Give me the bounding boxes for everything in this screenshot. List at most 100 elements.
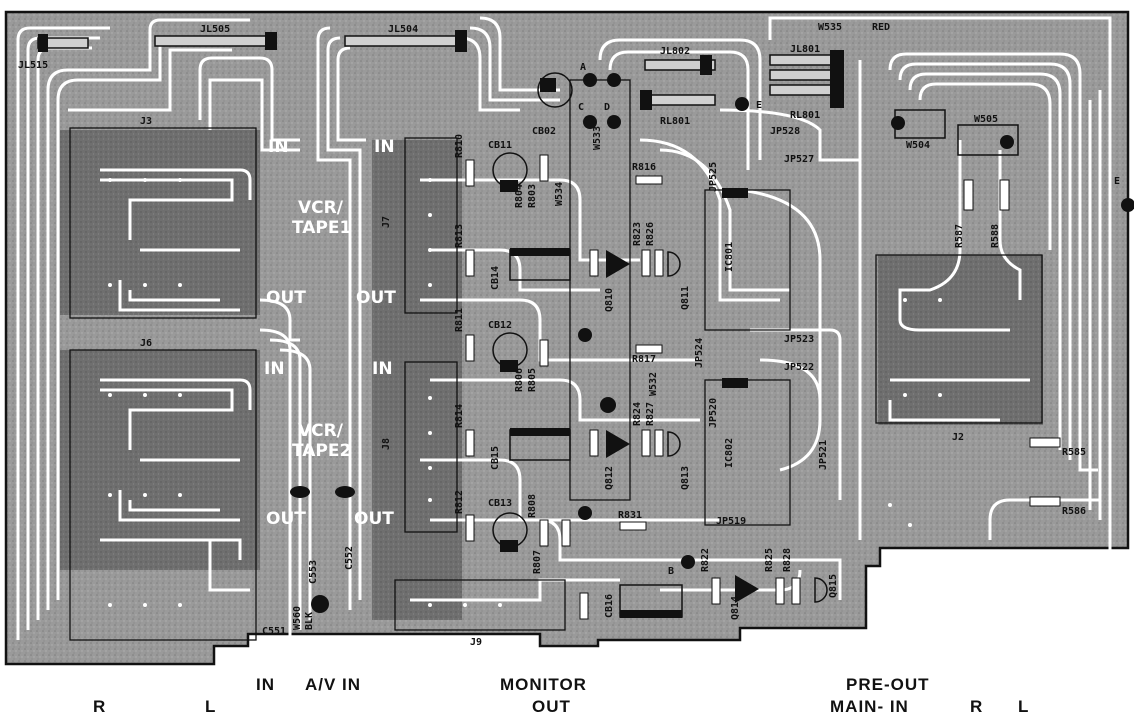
jp525-label: JP525: [708, 162, 719, 192]
j8-out-label: OUT: [354, 509, 394, 529]
vcr-tape1-line2: TAPE1: [292, 218, 351, 238]
vcr-tape1-line1: VCR/: [298, 198, 344, 218]
j6-out-label: OUT: [266, 509, 306, 529]
point-e-label: E: [756, 100, 762, 111]
jack-j3-label: J3: [140, 116, 152, 127]
r588-label: R588: [990, 224, 1001, 248]
jack-outline-j6: [69, 349, 257, 641]
w535-label: W535: [818, 22, 842, 33]
bottom-l-left: L: [205, 697, 216, 716]
w505-label: W505: [974, 114, 998, 125]
jp523-label: JP523: [784, 334, 814, 345]
r804-label: R804: [514, 184, 525, 208]
r824-label: R824: [632, 402, 643, 426]
point-a-label: A: [580, 62, 586, 73]
c551-label: C551: [262, 626, 286, 637]
jp527-label: JP527: [784, 154, 814, 165]
blk-label: BLK: [304, 612, 315, 630]
jp519-label: JP519: [716, 516, 746, 527]
vcr-tape2-line2: TAPE2: [292, 441, 351, 461]
jack-j7-label: J7: [381, 216, 392, 228]
j3-out-label: OUT: [266, 288, 306, 308]
resistor-bodies: [465, 154, 1061, 620]
rl801-label: RL801: [660, 116, 690, 127]
r806-label: R806: [514, 368, 525, 392]
cb02-label: CB02: [532, 126, 556, 137]
subboard-outline: [569, 79, 631, 501]
jl504-label: JL504: [388, 24, 418, 35]
w560-label: W560: [292, 606, 303, 630]
r827-label: R827: [645, 402, 656, 426]
jp524-label: JP524: [694, 338, 705, 368]
cb12-label: CB12: [488, 320, 512, 331]
q810-label: Q810: [604, 288, 615, 312]
ground-pour-left: [60, 130, 260, 315]
jack-j6-label: J6: [140, 338, 152, 349]
cb11-label: CB11: [488, 140, 512, 151]
pad-group: [108, 178, 942, 607]
w533-label: W533: [592, 126, 603, 150]
ic802-label: IC802: [724, 438, 735, 468]
r816-label: R816: [632, 162, 656, 173]
r813-label: R813: [454, 224, 465, 248]
j7-in-label: IN: [374, 137, 395, 157]
bottom-r-right: R: [970, 697, 983, 716]
jack-outline-j7: [404, 137, 458, 314]
right-trace-group: [888, 52, 1102, 540]
jack-outline-j8: [404, 361, 458, 533]
r586-label: R586: [1062, 506, 1086, 517]
cb13-label: CB13: [488, 498, 512, 509]
w504-label: W504: [906, 140, 930, 151]
vcr-tape2-line1: VCR/: [298, 421, 344, 441]
component-shapes: [492, 72, 1019, 618]
bottom-in: IN: [256, 675, 275, 694]
r822-label: R822: [700, 548, 711, 572]
r823-label: R823: [632, 222, 643, 246]
q811-label: Q811: [680, 286, 691, 310]
q812-label: Q812: [604, 466, 615, 490]
bottom-av-in: A/V IN: [305, 675, 361, 694]
r814-label: R814: [454, 404, 465, 428]
bottom-pre-out: PRE-OUT: [846, 675, 930, 694]
bottom-main-in: MAIN- IN: [830, 697, 909, 716]
bottom-r-left: R: [93, 697, 106, 716]
jl802-label: JL802: [660, 46, 690, 57]
j6-in-label: IN: [264, 359, 285, 379]
jp528-label: JP528: [770, 126, 800, 137]
jack-j2-label: J2: [952, 432, 964, 443]
cb14-label: CB14: [490, 266, 501, 290]
point-e2-label: E: [1114, 176, 1120, 187]
board-substrate: [4, 10, 1130, 666]
jp522-label: JP522: [784, 362, 814, 373]
jumper-bars: [37, 30, 844, 110]
r585-label: R585: [1062, 447, 1086, 458]
r810-label: R810: [454, 134, 465, 158]
c552-label: C552: [344, 546, 355, 570]
r817-label: R817: [632, 354, 656, 365]
point-d-label: D: [604, 102, 610, 113]
ground-pour-right: [878, 255, 1043, 425]
r825-label: R825: [764, 548, 775, 572]
j3-in-label: IN: [268, 137, 289, 157]
q813-label: Q813: [680, 466, 691, 490]
red-label: RED: [872, 22, 890, 33]
jack-outline-j9: [394, 579, 566, 631]
r826-label: R826: [645, 222, 656, 246]
r805-label: R805: [527, 368, 538, 392]
r812-label: R812: [454, 490, 465, 514]
r803-label: R803: [527, 184, 538, 208]
r811-label: R811: [454, 308, 465, 332]
j8-in-label: IN: [372, 359, 393, 379]
jack-j9-label: J9: [470, 637, 482, 648]
w532-label: W532: [648, 372, 659, 396]
bottom-out: OUT: [532, 697, 571, 716]
jp520-label: JP520: [708, 398, 719, 428]
rl801b-label: RL801: [790, 110, 820, 121]
j7-out-label: OUT: [356, 288, 396, 308]
jl515-label: JL515: [18, 60, 48, 71]
point-c-label: C: [578, 102, 584, 113]
jp521-label: JP521: [818, 440, 829, 470]
q815-label: Q815: [828, 574, 839, 598]
jack-j8-label: J8: [381, 438, 392, 450]
